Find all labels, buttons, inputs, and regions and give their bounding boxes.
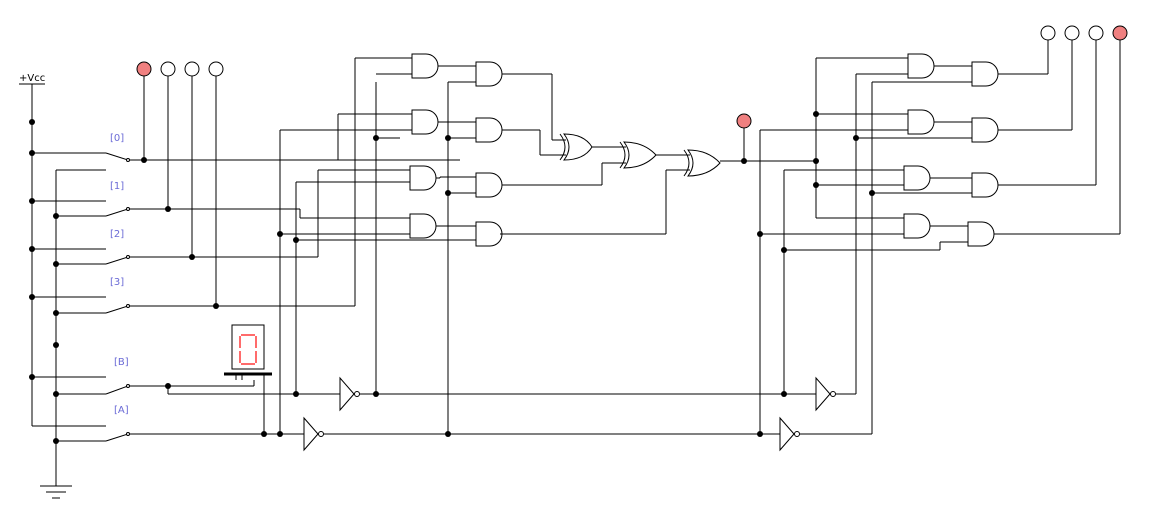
xor-gate-3 (683, 149, 816, 177)
and-gate-r3 (903, 165, 972, 191)
and-gate-l3 (409, 165, 476, 191)
switch-b[interactable]: [B] (32, 357, 168, 395)
seven-segment-display: 0 (224, 324, 272, 380)
display-digit (239, 334, 257, 365)
and-gate-r1 (907, 53, 972, 79)
input-led-1 (160, 61, 176, 77)
xor-gate-2 (619, 141, 690, 169)
xor-gate-1 (559, 133, 626, 161)
and-gate-r6 (971, 117, 999, 143)
and-gate-l4 (409, 213, 476, 239)
output-led-1 (1064, 25, 1080, 41)
switch-1[interactable]: [1] (32, 181, 300, 217)
inverter-a-left (300, 416, 780, 452)
switch-a[interactable]: [A] (32, 405, 300, 442)
vcc-label: +Vcc (19, 73, 45, 84)
switch-2-label: [2] (110, 229, 124, 240)
and-gate-r7 (971, 172, 999, 198)
switch-2[interactable]: [2] (32, 229, 318, 265)
inverter-b-right (815, 376, 856, 412)
inverter-a-right (779, 416, 872, 452)
and-gate-l8 (475, 221, 503, 247)
switch-0[interactable]: [0] (32, 133, 460, 162)
switch-1-label: [1] (110, 181, 124, 192)
switch-0-label: [0] (110, 133, 124, 144)
and-gate-l2 (411, 109, 476, 135)
vcc-terminal: +Vcc (19, 73, 45, 85)
switch-a-label: [A] (114, 405, 129, 416)
and-gate-r2 (907, 109, 972, 135)
input-led-wires (141, 76, 219, 309)
and-gate-r8 (967, 221, 995, 247)
ground-symbol (40, 485, 72, 499)
output-led-0 (1040, 25, 1056, 41)
right-and-wiring (759, 57, 972, 251)
and-gate-l1 (411, 53, 476, 79)
output-led-3 (1112, 25, 1128, 41)
input-led-0 (136, 61, 152, 77)
rail-junctions (29, 119, 59, 444)
and-gate-r5 (971, 61, 999, 87)
switch-b-label: [B] (114, 357, 129, 368)
switch-3[interactable]: [3] (32, 277, 355, 314)
and-gate-l5 (475, 61, 503, 87)
inverter-b-left (339, 376, 816, 412)
output-led-2 (1088, 25, 1104, 41)
and-gate-r4 (903, 213, 968, 239)
and-gate-l7 (475, 172, 503, 198)
and-gate-l6 (475, 117, 503, 143)
input-led-3 (208, 61, 224, 77)
left-and-wiring (280, 57, 476, 306)
parity-led (736, 113, 752, 129)
switch-3-label: [3] (110, 277, 124, 288)
input-led-2 (184, 61, 200, 77)
